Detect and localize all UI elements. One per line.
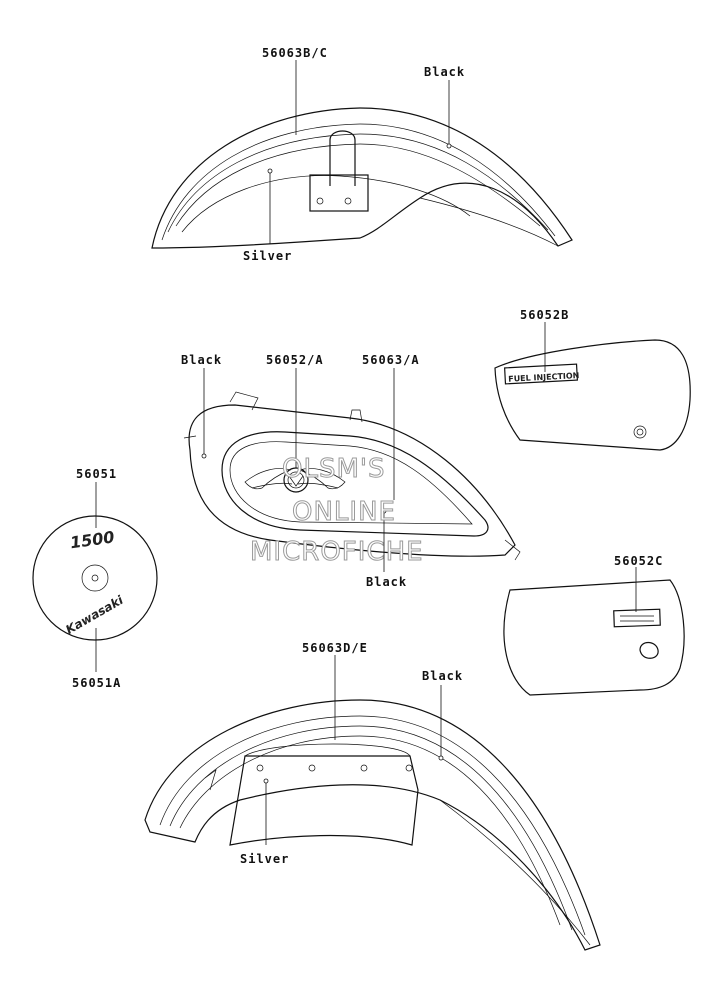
label-56052a: 56052/A [266,353,324,367]
air-cleaner-cover: 1500 Kawasaki 56051 56051A [32,467,158,690]
label-56063de: 56063D/E [302,641,368,655]
front-fender: 56063B/C Black Silver [151,46,573,263]
decal-fuel-injection: FUEL INJECTION [508,371,580,384]
side-cover-right: FUEL INJECTION 56052B [494,308,691,451]
watermark-line-1: OLSM'S [282,454,386,484]
watermark-line-2: ONLINE [292,497,396,527]
decal-1500: 1500 [69,527,116,552]
fuel-tank: Black 56052/A 56063/A Black [181,353,521,589]
label-56052c: 56052C [614,554,663,568]
label-56051: 56051 [76,467,117,481]
label-tank-black: Black [181,353,222,367]
label-56063bc: 56063B/C [262,46,328,60]
label-rear-black: Black [422,669,463,683]
watermark: OLSM'S ONLINE MICROFICHE [250,454,424,568]
label-front-black: Black [424,65,465,79]
label-rear-silver: Silver [240,852,289,866]
label-56052b: 56052B [520,308,569,322]
watermark-line-3: MICROFICHE [250,537,424,567]
side-cover-left: 56052C [503,554,685,696]
label-front-silver: Silver [243,249,292,263]
rear-fender: 56063D/E Black Silver [144,641,601,951]
label-56063a: 56063/A [362,353,420,367]
label-tank-black-bottom: Black [366,575,407,589]
label-56051a: 56051A [72,676,121,690]
decal-kawasaki: Kawasaki [63,593,126,638]
